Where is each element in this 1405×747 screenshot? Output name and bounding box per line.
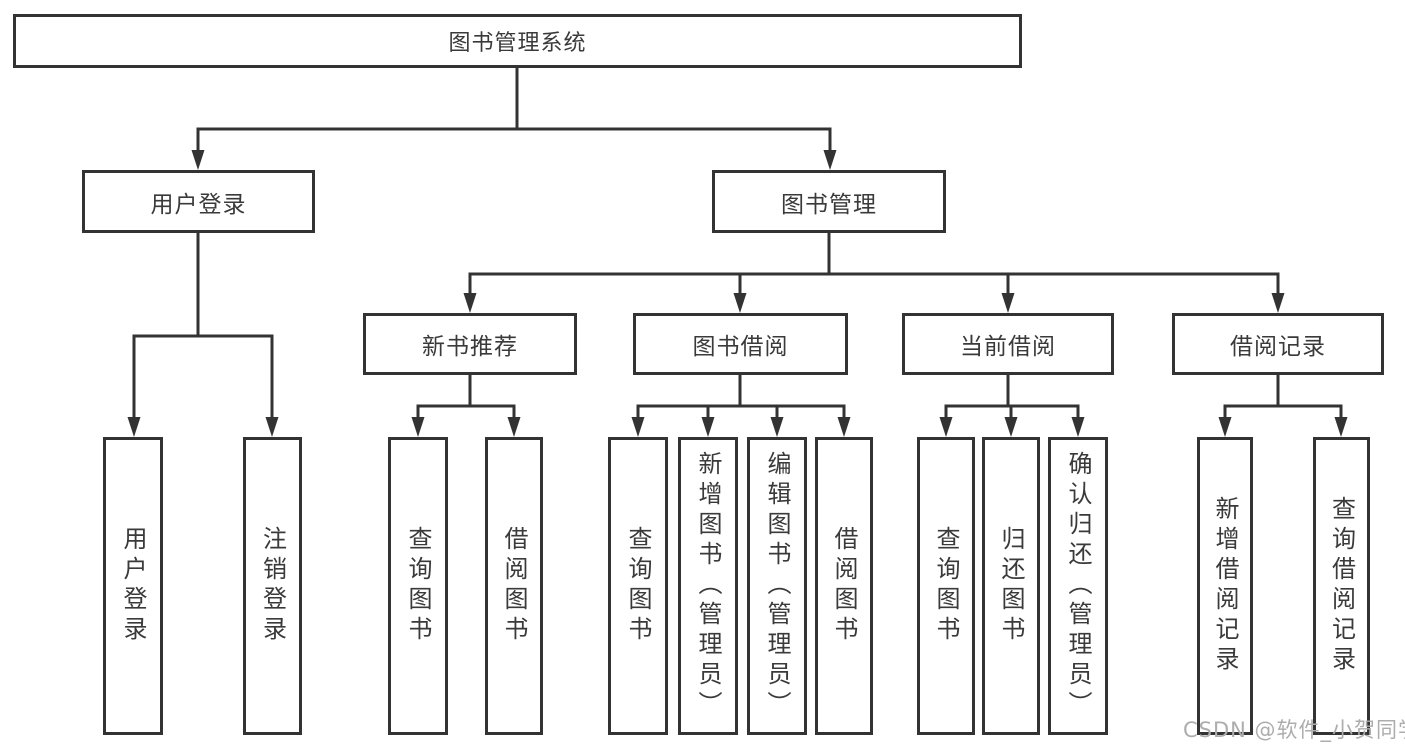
node-new-book-recommend: 新书推荐 — [363, 313, 577, 375]
node-label: 新增图书（管理员） — [694, 451, 722, 721]
node-leaf-query-borrow-record: 查询借阅记录 — [1313, 437, 1370, 735]
node-leaf-confirm-return-admin: 确认归还（管理员） — [1048, 437, 1108, 735]
node-label: 用户登录 — [150, 191, 247, 218]
node-leaf-edit-book-admin: 编辑图书（管理员） — [747, 437, 807, 735]
node-label: 归还图书 — [997, 526, 1025, 646]
connector-user-login-children — [127, 231, 279, 437]
node-leaf-query-book-1: 查询图书 — [388, 437, 448, 735]
node-label: 用户登录 — [119, 526, 147, 646]
node-label: 借阅图书 — [830, 526, 858, 646]
node-leaf-query-book-3: 查询图书 — [917, 437, 975, 735]
node-leaf-borrow-book-2: 借阅图书 — [815, 437, 873, 735]
node-label: 新增借阅记录 — [1211, 496, 1239, 676]
node-label: 查询图书 — [404, 526, 432, 646]
csdn-watermark: CSDN @软件_小贺同学 — [1183, 718, 1405, 742]
node-label: 图书管理 — [781, 191, 877, 218]
node-leaf-borrow-book-1: 借阅图书 — [485, 437, 543, 735]
node-leaf-add-book-admin: 新增图书（管理员） — [678, 437, 738, 735]
node-leaf-return-book: 归还图书 — [982, 437, 1040, 735]
node-system-root: 图书管理系统 — [13, 14, 1022, 68]
node-label: 当前借阅 — [960, 334, 1056, 360]
connector-borrow-record-children — [1218, 373, 1348, 437]
node-leaf-query-book-2: 查询图书 — [608, 437, 668, 735]
node-leaf-add-borrow-record: 新增借阅记录 — [1197, 437, 1253, 735]
node-leaf-logout: 注销登录 — [243, 437, 302, 735]
connector-new-book-children — [411, 373, 521, 437]
node-label: 借阅记录 — [1230, 334, 1326, 360]
node-label: 确认归还（管理员） — [1064, 451, 1092, 721]
node-label: 查询图书 — [624, 526, 652, 646]
node-current-borrow: 当前借阅 — [902, 313, 1114, 375]
connector-current-borrow-children — [939, 373, 1085, 437]
node-label: 借阅图书 — [500, 526, 528, 646]
connector-root-to-level2 — [191, 66, 837, 170]
node-book-management: 图书管理 — [712, 170, 946, 233]
connector-book-mgmt-to-modules — [463, 231, 1285, 313]
node-label: 查询借阅记录 — [1327, 496, 1356, 676]
connector-book-borrow-children — [631, 373, 851, 437]
node-label: 编辑图书（管理员） — [763, 451, 791, 721]
node-label: 注销登录 — [258, 526, 287, 646]
node-label: 图书管理系统 — [448, 31, 587, 56]
node-label: 查询图书 — [932, 526, 960, 646]
node-label: 新书推荐 — [422, 334, 518, 360]
node-leaf-user-login: 用户登录 — [103, 437, 163, 735]
node-user-login: 用户登录 — [82, 170, 315, 233]
node-borrow-record: 借阅记录 — [1172, 313, 1384, 375]
node-book-borrow: 图书借阅 — [633, 313, 848, 375]
node-label: 图书借阅 — [692, 334, 789, 360]
